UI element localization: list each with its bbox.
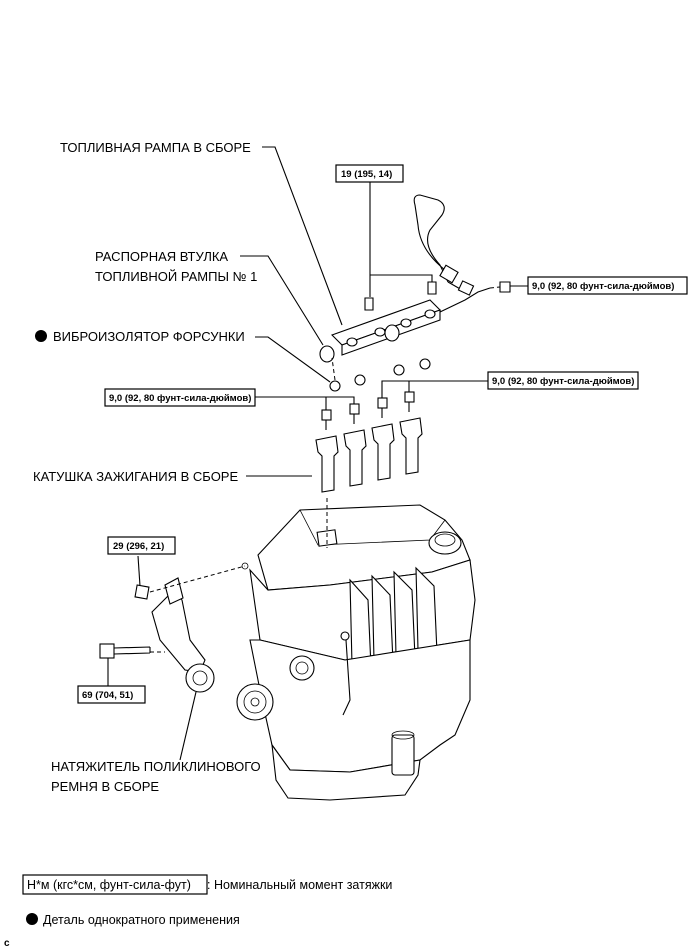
single-use-dot-icon [35, 330, 47, 342]
torque-box-pipe-bolt: 9,0 (92, 80 фунт-сила-дюймов) [527, 276, 688, 295]
svg-text:9,0 (92, 80 фунт-сила-дюймов): 9,0 (92, 80 фунт-сила-дюймов) [109, 393, 251, 404]
svg-text:9,0 (92, 80 фунт-сила-дюймов): 9,0 (92, 80 фунт-сила-дюймов) [492, 376, 634, 387]
torque-box-coil-right: 9,0 (92, 80 фунт-сила-дюймов) [487, 371, 639, 390]
label-injector-insulator: ВИБРОИЗОЛЯТОР ФОРСУНКИ [53, 329, 245, 344]
legend-single-use-dot-icon [26, 913, 38, 925]
ignition-coils-drawing [315, 391, 423, 493]
label-spacer-line1: РАСПОРНАЯ ВТУЛКА [95, 249, 228, 264]
label-tensioner-line2: РЕМНЯ В СБОРЕ [51, 779, 159, 794]
svg-text:69 (704, 51): 69 (704, 51) [82, 690, 133, 701]
label-spacer-line2: ТОПЛИВНОЙ РАМПЫ № 1 [95, 269, 257, 284]
injector-insulators [329, 358, 431, 392]
torque-box-tensioner-bolt: 69 (704, 51) [77, 685, 146, 704]
belt-tensioner-drawing [99, 577, 215, 693]
legend-unit-desc: : Номинальный момент затяжки [207, 878, 392, 892]
legend-unit-box [22, 874, 208, 895]
label-ignition-coil: КАТУШКА ЗАЖИГАНИЯ В СБОРЕ [33, 469, 238, 484]
alignment-lines [149, 286, 501, 653]
label-fuel-rail: ТОПЛИВНАЯ РАМПА В СБОРЕ [60, 140, 251, 155]
leader-lines [107, 146, 528, 761]
legend: Н*м (кгс*см, фунт-сила-фут) : Номинальны… [22, 874, 392, 927]
torque-box-rail-bolts: 19 (195, 14) [335, 164, 404, 183]
torque-box-coil-left: 9,0 (92, 80 фунт-сила-дюймов) [104, 388, 256, 407]
torque-box-tensioner-nut: 29 (296, 21) [107, 536, 176, 555]
legend-single-use-text: Деталь однократного применения [43, 913, 240, 927]
corner-mark: c [4, 938, 10, 949]
svg-text:29 (296, 21): 29 (296, 21) [113, 541, 164, 552]
engine-assembly-drawing [236, 504, 476, 801]
svg-text:19 (195, 14): 19 (195, 14) [341, 169, 392, 180]
fuel-rail-drawing [319, 194, 511, 363]
svg-text:9,0 (92, 80 фунт-сила-дюймов): 9,0 (92, 80 фунт-сила-дюймов) [532, 281, 674, 292]
label-tensioner-line1: НАТЯЖИТЕЛЬ ПОЛИКЛИНОВОГО [51, 759, 261, 774]
legend-unit-box-text: Н*м (кгс*см, фунт-сила-фут) [27, 878, 191, 892]
